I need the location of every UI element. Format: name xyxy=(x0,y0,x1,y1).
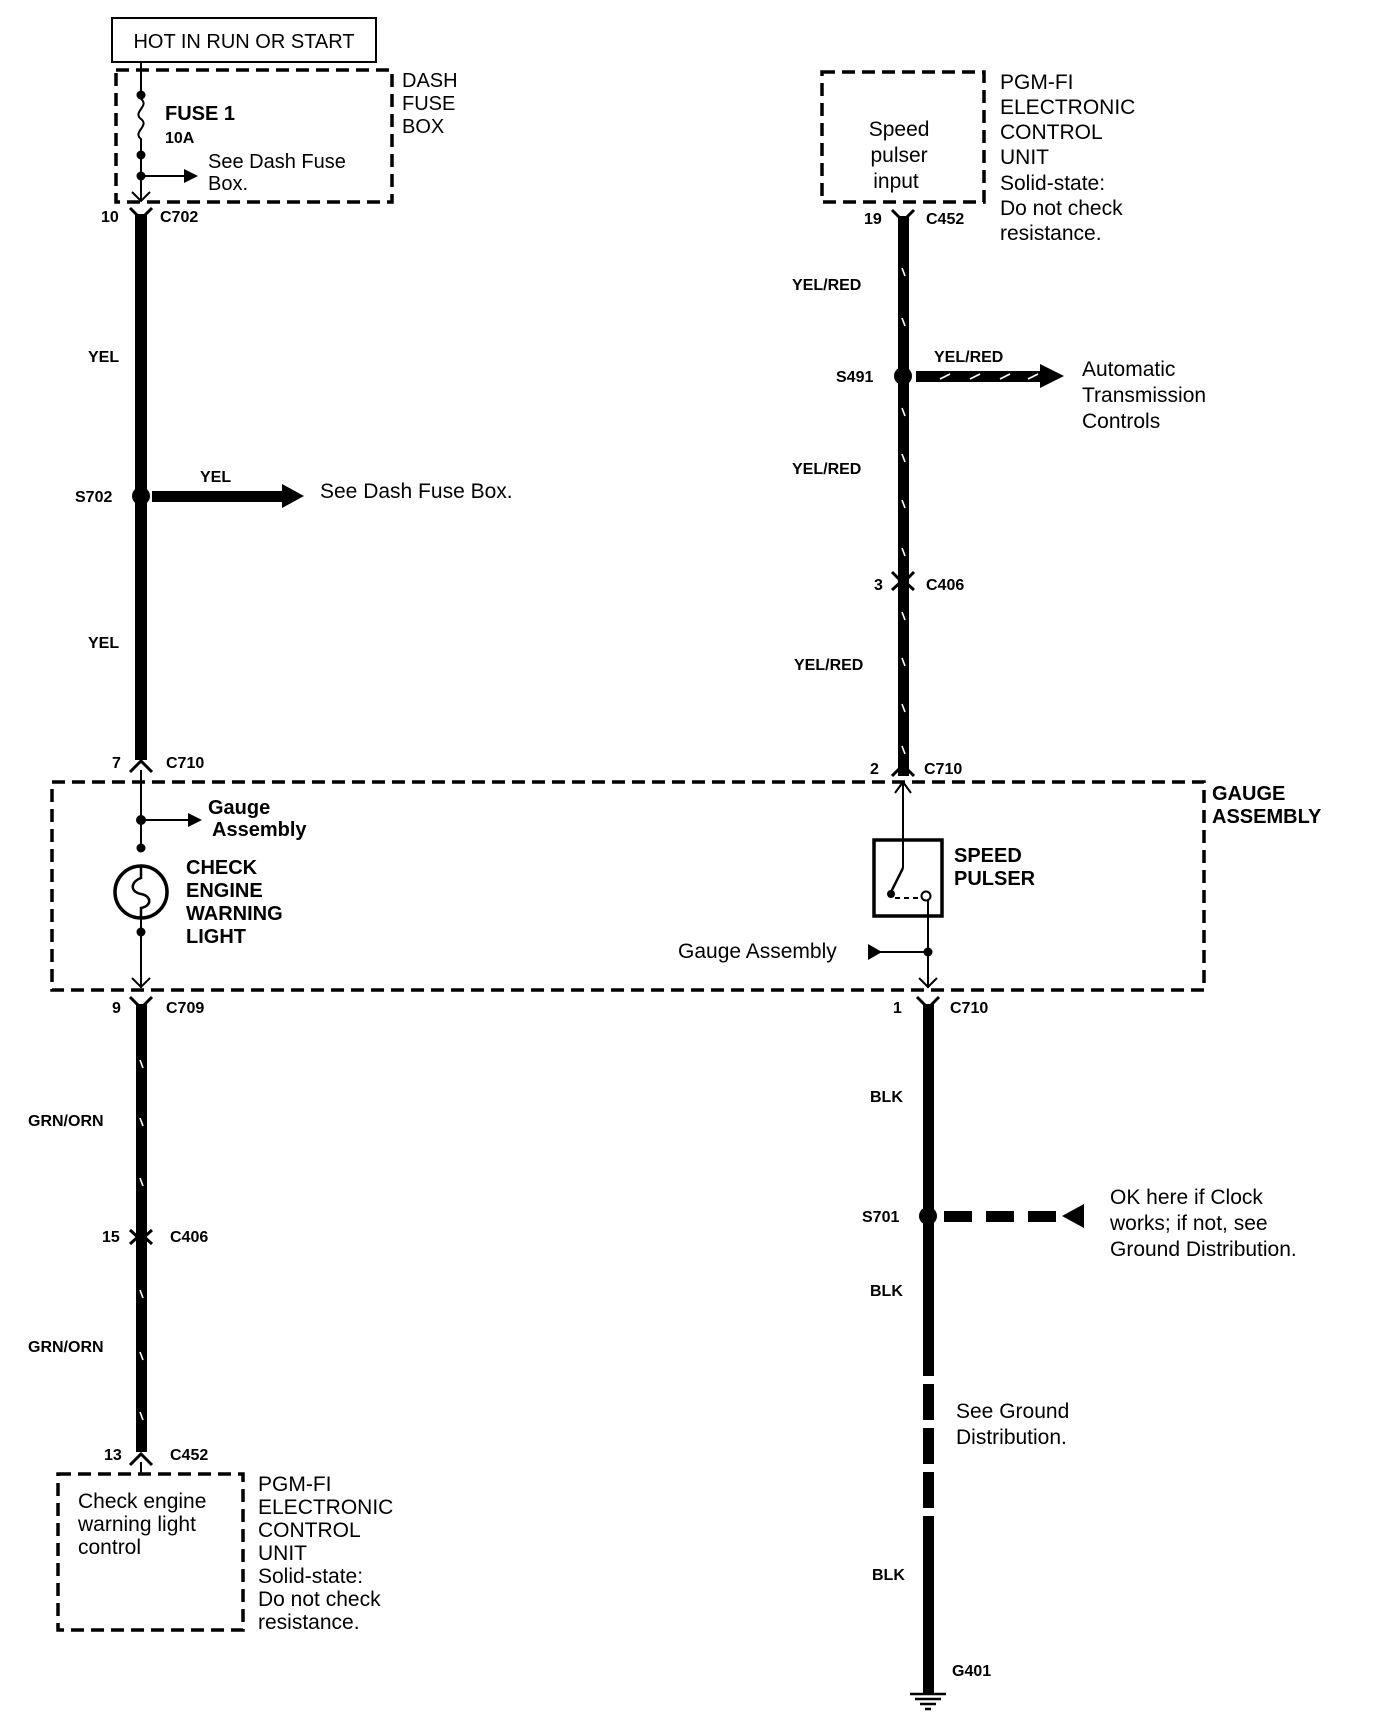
speed-pulser-label: SPEED PULSER xyxy=(954,845,1036,890)
s702-wire-label: YEL xyxy=(200,469,231,486)
wire-grn-orn-label-2: GRN/ORN xyxy=(28,1339,104,1356)
c702-label: C702 xyxy=(160,209,198,226)
wire-blk-dashed-2 xyxy=(923,1428,934,1464)
c452-right-label: C452 xyxy=(926,211,964,228)
bulb-filament-icon xyxy=(131,866,151,918)
c709-label: C709 xyxy=(166,1000,204,1017)
ground-icon xyxy=(910,1692,946,1711)
c710-top-right-label: C710 xyxy=(924,761,962,778)
s702-branch-wire xyxy=(152,491,284,502)
s702-see-note: See Dash Fuse Box. xyxy=(320,480,513,503)
s491-wire-label: YEL/RED xyxy=(934,349,1003,366)
fuse-icon xyxy=(137,98,145,152)
power-label: HOT IN RUN OR START xyxy=(133,31,354,53)
fuse-chevron-icon xyxy=(131,191,151,203)
c710-left-label: C710 xyxy=(166,755,204,772)
c710-left-connector-icon xyxy=(128,758,154,774)
wire-grn-orn-label-1: GRN/ORN xyxy=(28,1113,104,1130)
s702-splice xyxy=(132,487,150,505)
ecu-bottom-inner: Check engine warning light control xyxy=(77,1490,212,1559)
ground-see-note: See Ground Distribution. xyxy=(956,1400,1075,1449)
s701-splice xyxy=(919,1207,937,1225)
wire-blk-label-2: BLK xyxy=(870,1283,903,1300)
c452-right-pin: 19 xyxy=(864,211,882,228)
c710-left-pin: 7 xyxy=(112,755,121,772)
ecu-bottom-note: Solid-state: Do not check resistance. xyxy=(258,1565,386,1634)
wire-yel-red-label-3: YEL/RED xyxy=(794,657,863,674)
gauge-ref-arrow-icon xyxy=(868,944,882,960)
c710-bottom-right-label: C710 xyxy=(950,1000,988,1017)
wire-yel-red-label-2: YEL/RED xyxy=(792,461,861,478)
ecu-top-inner: Speed pulser input xyxy=(869,118,936,193)
wire-yel-label-2: YEL xyxy=(88,635,119,652)
ecu-top-title: PGM-FI ELECTRONIC CONTROL UNIT xyxy=(1000,71,1141,169)
s701-ground-path xyxy=(944,1211,1056,1222)
c710-top-right-connector-icon xyxy=(890,762,916,778)
fuse-see-note: See Dash Fuse Box. xyxy=(208,151,351,195)
c452-left-pin: 13 xyxy=(104,1447,122,1464)
wire-yel-label-1: YEL xyxy=(88,349,119,366)
wire-blk-upper xyxy=(923,1004,934,1376)
s491-arrow-icon xyxy=(1040,364,1064,388)
gauge-assembly-title: GAUGE ASSEMBLY xyxy=(1212,783,1322,828)
fuse-rating: 10A xyxy=(165,130,195,147)
s491-label: S491 xyxy=(836,369,873,386)
c406-right-label: C406 xyxy=(926,577,964,594)
ok-note: OK here if Clock works; if not, see Grou… xyxy=(1109,1186,1297,1261)
power-label-box xyxy=(111,17,377,63)
atc-label: Automatic Transmission Controls xyxy=(1082,358,1212,433)
c406-left-connector-icon xyxy=(128,1228,154,1243)
s701-arrow-icon xyxy=(1062,1204,1084,1228)
c452-left-label: C452 xyxy=(170,1447,208,1464)
s491-splice xyxy=(894,367,912,385)
see-arrow-icon xyxy=(184,169,198,183)
wire-blk-label-3: BLK xyxy=(872,1567,905,1584)
s702-label: S702 xyxy=(75,489,112,506)
gauge-see-note: Gauge Assembly xyxy=(208,797,307,841)
gauge-ref-label: Gauge Assembly xyxy=(678,940,837,963)
fuse-terminal-top xyxy=(136,90,146,100)
dash-fuse-box-outline xyxy=(114,68,394,204)
g401-label: G401 xyxy=(952,1663,991,1680)
wire-blk-dashed-3 xyxy=(923,1472,934,1508)
speed-pulser-icon xyxy=(872,838,944,918)
fuse-name: FUSE 1 xyxy=(165,103,235,125)
c406-left-label: C406 xyxy=(170,1229,208,1246)
wire-blk-label-1: BLK xyxy=(870,1089,903,1106)
s702-arrow-icon xyxy=(282,484,304,508)
fuse-terminal-bottom xyxy=(136,150,146,160)
c710-top-right-pin: 2 xyxy=(870,761,879,778)
ecu-top-note: Solid-state: Do not check resistance. xyxy=(1000,172,1128,245)
check-engine-light-label: CHECK ENGINE WARNING LIGHT xyxy=(186,857,288,948)
ecu-top-outline xyxy=(820,70,986,204)
pulser-switch-icon xyxy=(889,867,905,893)
c406-right-connector-icon xyxy=(890,570,916,586)
dash-fuse-box-title: DASH FUSE BOX xyxy=(402,70,463,138)
s701-label: S701 xyxy=(862,1209,899,1226)
s491-branch-wire xyxy=(916,371,1042,382)
ecu-bottom-outline xyxy=(56,1472,245,1632)
wire-yel-red-label-1: YEL/RED xyxy=(792,277,861,294)
c710-bottom-right-pin: 1 xyxy=(893,1000,902,1017)
wire-grn-orn xyxy=(136,1004,147,1452)
c702-pin: 10 xyxy=(101,209,119,226)
ecu-bottom-title: PGM-FI ELECTRONIC CONTROL UNIT xyxy=(258,1473,399,1565)
c406-right-pin: 3 xyxy=(874,577,883,594)
c709-pin: 9 xyxy=(112,1000,121,1017)
c452-left-connector-icon xyxy=(128,1451,154,1467)
wire-yel-red xyxy=(898,216,909,776)
c406-left-pin: 15 xyxy=(102,1229,120,1246)
wire-blk-dashed-1 xyxy=(923,1384,934,1420)
gauge-see-arrow-icon xyxy=(188,813,202,827)
wire-blk-lower xyxy=(923,1516,934,1694)
